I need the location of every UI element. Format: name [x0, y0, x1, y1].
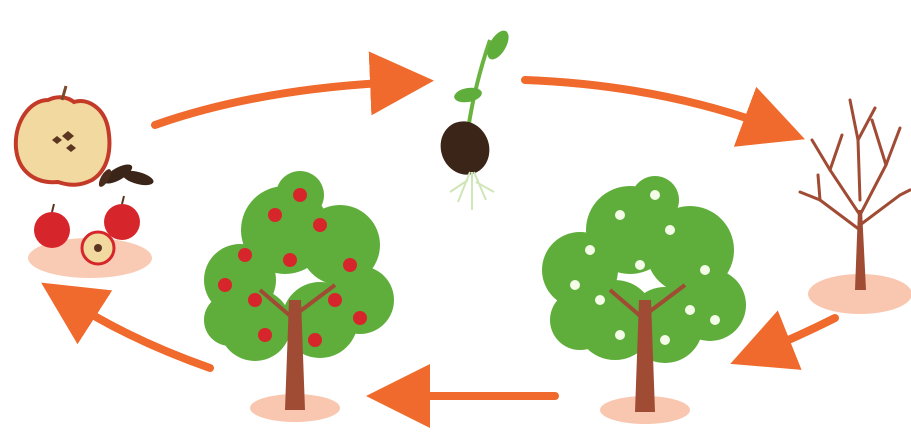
arrow-bare-tree-to-flowering-tree	[760, 318, 835, 352]
sprouting-seed-icon	[433, 27, 513, 210]
bare-tree-icon	[800, 100, 911, 314]
arrow-fruit-to-seedling	[155, 82, 402, 125]
fruit-tree-icon	[204, 171, 394, 422]
apple-seeds-icon	[16, 86, 155, 278]
arrow-seedling-to-bare-tree	[525, 80, 775, 128]
flowering-tree-icon	[542, 176, 746, 424]
arrow-fruiting-tree-to-fruit	[68, 300, 210, 368]
